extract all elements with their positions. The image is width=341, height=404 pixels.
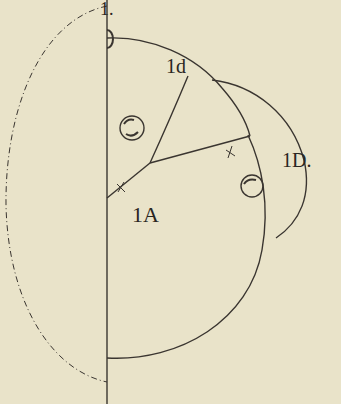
siphuncle-hole bbox=[120, 116, 144, 140]
tick-mark bbox=[226, 146, 235, 158]
region-label: 1A bbox=[132, 204, 159, 226]
median-line bbox=[106, 0, 107, 404]
dashed-outline bbox=[6, 6, 107, 382]
chamber-outline bbox=[107, 135, 265, 358]
septum-line bbox=[107, 163, 150, 198]
siphuncle-hole bbox=[107, 30, 113, 48]
siphuncle-detail bbox=[124, 120, 138, 136]
chamber-outline bbox=[107, 38, 250, 136]
region-label: 1. bbox=[100, 0, 114, 18]
tick-mark bbox=[117, 182, 125, 192]
region-label: 1D. bbox=[282, 150, 311, 170]
region-label: 1d bbox=[166, 56, 186, 76]
septum-line bbox=[150, 136, 250, 163]
siphuncle-detail bbox=[244, 180, 256, 185]
septum-line bbox=[150, 76, 188, 163]
siphuncle-hole bbox=[241, 175, 263, 197]
